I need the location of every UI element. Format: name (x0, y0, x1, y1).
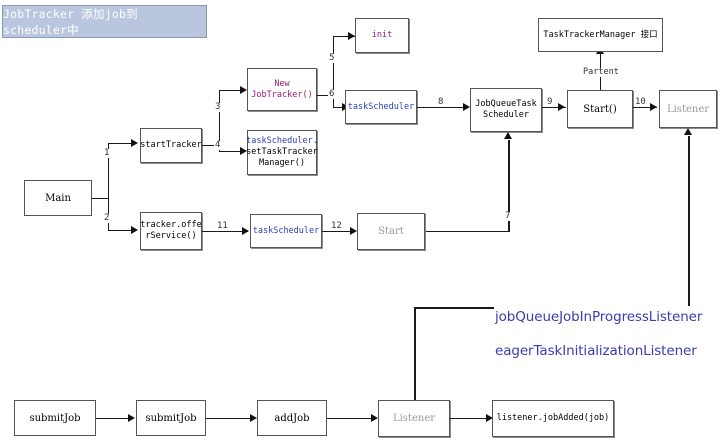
edge-11-line (202, 231, 248, 232)
edge-2-arrow (131, 226, 138, 234)
node-new-jobtracker[interactable]: New JobTracker() (247, 68, 317, 111)
node-init[interactable]: init (355, 18, 409, 53)
set-tt-manager-line1: taskScheduler. (246, 136, 318, 146)
annotation-line-2: eagerTaskInitializationListener (495, 343, 697, 359)
edge-main-stem (92, 198, 109, 199)
node-task-scheduler-top[interactable]: taskScheduler (345, 90, 417, 124)
node-tracker-offer-service[interactable]: tracker.offe rService() (140, 212, 202, 250)
edge-listener-annotation-line (688, 136, 690, 306)
edge-12-line (322, 231, 355, 232)
set-tt-manager-line2: setTaskTracker (246, 147, 318, 157)
edge-main-split (108, 143, 109, 231)
edge-5-line (333, 36, 355, 37)
edge-1-arrow (131, 139, 138, 147)
edge-label-12: 12 (330, 221, 343, 231)
edge-label-4: 4 (214, 140, 222, 150)
edge-7-h (425, 231, 510, 232)
annotation-line-1: jobQueueJobInProgressListener (495, 309, 703, 325)
edge-bottom-1-line (96, 418, 132, 419)
edge-label-7: 7 (504, 211, 512, 221)
edge-bottom-4-line (450, 418, 490, 419)
edge-12-arrow (350, 227, 357, 235)
edge-bottom-listener-v (414, 307, 416, 402)
edge-bottom-4-arrow (486, 414, 493, 422)
edge-listener-annotation-arrow (684, 128, 692, 135)
edge-bottom-3-arrow (371, 414, 378, 422)
edge-10-line (633, 107, 657, 108)
edge-label-9: 9 (546, 97, 554, 107)
edge-8-arrow (463, 103, 470, 111)
node-task-scheduler-mid[interactable]: taskScheduler (250, 214, 322, 248)
edge-11-arrow (242, 227, 249, 235)
edge-label-2: 2 (103, 213, 111, 223)
node-start-tracker[interactable]: startTracker (140, 128, 202, 163)
edge-6-line (333, 107, 350, 108)
edge-label-5: 5 (328, 53, 336, 63)
edge-9-line (542, 107, 566, 108)
set-tt-manager-line3: Manager() (258, 158, 306, 168)
edge-njt-split (333, 36, 334, 108)
node-tasktrackermanager[interactable]: TaskTrackerManager 接口 (538, 18, 663, 52)
annotation-listeners: jobQueueJobInProgressListener eagerTaskI… (495, 292, 702, 377)
edge-7-arrow (504, 132, 512, 139)
edge-3-line (219, 90, 241, 91)
edge-bottom-2-line (206, 418, 254, 419)
node-submit-job-1[interactable]: submitJob (14, 400, 96, 436)
edge-5-arrow (348, 32, 355, 40)
edge-label-6: 6 (328, 89, 336, 99)
edge-7-v (508, 140, 510, 231)
edge-10-arrow (650, 103, 657, 111)
page-title: JobTracker 添加job到 scheduler中 (2, 5, 207, 38)
edge-1-line (108, 143, 132, 144)
edge-starttracker-split (219, 90, 220, 152)
edge-4-line (219, 151, 241, 152)
edge-4-arrow (240, 147, 247, 155)
edge-label-parent: Partent (582, 67, 620, 77)
edge-bottom-3-line (327, 418, 375, 419)
edge-njt-stem (317, 95, 334, 96)
edge-label-11: 11 (216, 221, 229, 231)
edge-label-8: 8 (437, 97, 445, 107)
edge-starttracker-stem (202, 145, 220, 146)
edge-bottom-1-arrow (128, 414, 135, 422)
node-add-job[interactable]: addJob (257, 400, 327, 436)
node-submit-job-2[interactable]: submitJob (136, 400, 206, 436)
edge-label-3: 3 (214, 102, 222, 112)
node-listener-jobadded[interactable]: listener.jobAdded(job) (492, 400, 614, 437)
node-listener-top[interactable]: Listener (659, 90, 717, 128)
node-start-mid[interactable]: Start (357, 213, 425, 250)
node-main[interactable]: Main (24, 180, 92, 216)
node-start-paren[interactable]: Start() (567, 90, 633, 128)
edge-label-1: 1 (103, 148, 111, 158)
edge-bottom-2-arrow (250, 414, 257, 422)
edge-label-10: 10 (634, 97, 647, 107)
node-listener-bottom[interactable]: Listener (378, 400, 450, 437)
edge-3-arrow (240, 86, 247, 94)
edge-8-line (417, 107, 465, 108)
edge-2-line (108, 230, 132, 231)
node-set-tasktracker-manager[interactable]: taskScheduler. setTaskTracker Manager() (246, 130, 318, 175)
node-jobqueue-task-scheduler[interactable]: JobQueueTask Scheduler (470, 88, 542, 132)
edge-bottom-listener-h (414, 307, 494, 309)
edge-9-arrow (558, 103, 565, 111)
